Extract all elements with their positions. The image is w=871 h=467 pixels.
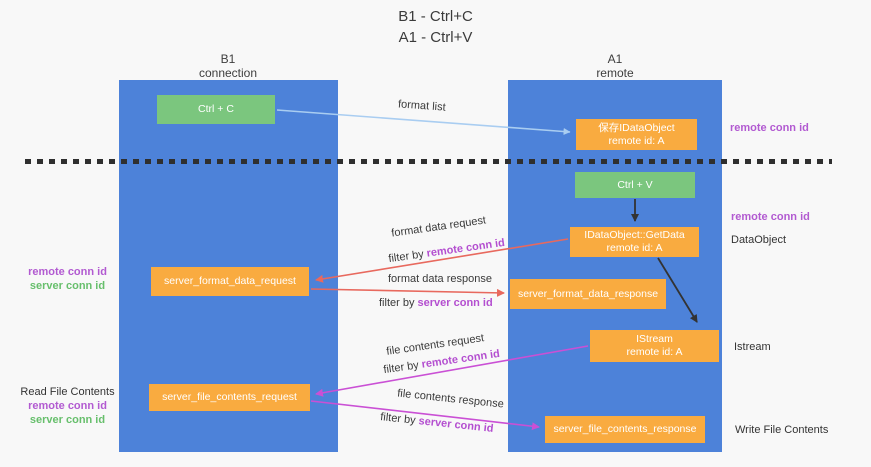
- format-list-text: format list: [397, 98, 447, 114]
- filter-by-text-2: filter by: [379, 297, 418, 309]
- left-mid-conn-id-labels: remote conn id server conn id: [10, 265, 125, 293]
- lane-b1-name: B1: [220, 52, 236, 66]
- format-data-request-filter-label: filter by remote conn id: [388, 237, 506, 265]
- lane-a1-role: remote: [596, 66, 634, 80]
- istream-line2: remote id: A: [626, 346, 683, 358]
- save-dataobject-line1: 保存IDataObject: [598, 121, 675, 134]
- left-bottom-server-conn-id-label: server conn id: [29, 414, 106, 426]
- ctrl-v-label: Ctrl + V: [617, 178, 653, 191]
- ctrl-c-label: Ctrl + C: [198, 103, 234, 115]
- server-file-contents-response-label: server_file_contents_response: [553, 423, 697, 435]
- left-bottom-labels: Read File Contents remote conn id server…: [10, 385, 125, 427]
- getdata-line2: remote id: A: [606, 242, 663, 254]
- getdata-node: IDataObject::GetData remote id: A: [570, 227, 699, 257]
- format-data-response-filter-label: filter by server conn id: [379, 297, 493, 309]
- save-dataobject-line2: remote id: A: [608, 134, 665, 147]
- ctrl-c-node: Ctrl + C: [157, 95, 275, 124]
- title-line-2: A1 - Ctrl+V: [398, 29, 473, 46]
- right-top-remote-conn-id-label: remote conn id: [730, 122, 809, 134]
- write-file-contents-label: Write File Contents: [735, 424, 829, 436]
- istream-line1: IStream: [636, 333, 673, 345]
- format-data-response-text: format data response: [388, 273, 492, 285]
- file-contents-response-filter-label: filter by server conn id: [380, 411, 494, 435]
- phase-separator-dashed-line: [25, 159, 832, 164]
- left-mid-server-conn-id-label: server conn id: [29, 280, 106, 292]
- server-file-contents-request-label: server_file_contents_request: [162, 391, 297, 403]
- title-line-1: B1 - Ctrl+C: [398, 8, 473, 25]
- filter-by-text-1: filter by: [387, 247, 428, 266]
- read-file-contents-label: Read File Contents: [20, 386, 115, 398]
- left-bottom-remote-conn-id-label: remote conn id: [28, 400, 107, 412]
- server-format-data-response-label: server_format_data_response: [517, 287, 659, 300]
- right-mid-remote-conn-id-label: remote conn id: [731, 211, 810, 223]
- lane-header-a1: A1 remote: [555, 52, 675, 80]
- format-list-edge-label: format list: [398, 98, 446, 113]
- server-format-data-request-label: server_format_data_request: [164, 275, 296, 287]
- filter-by-text-4: filter by: [379, 411, 420, 428]
- server-format-data-request-node: server_format_data_request: [151, 267, 309, 296]
- server-conn-id-key-2: server conn id: [417, 415, 495, 435]
- diagram-title: B1 - Ctrl+C A1 - Ctrl+V: [0, 6, 871, 48]
- format-data-request-text: format data request: [390, 214, 487, 240]
- server-file-contents-request-node: server_file_contents_request: [149, 384, 310, 411]
- format-data-response-edge-label: format data response: [388, 273, 492, 285]
- lane-b1-role: connection: [198, 66, 258, 80]
- dataobject-label: DataObject: [731, 234, 787, 246]
- getdata-line1: IDataObject::GetData: [584, 229, 685, 241]
- filter-by-text-3: filter by: [382, 358, 423, 377]
- ctrl-v-node: Ctrl + V: [575, 172, 695, 198]
- save-dataobject-node: 保存IDataObject remote id: A: [576, 119, 697, 150]
- istream-node: IStream remote id: A: [590, 330, 719, 362]
- format-data-response-arrow: [310, 288, 505, 297]
- server-file-contents-response-node: server_file_contents_response: [545, 416, 705, 443]
- format-data-request-edge-label: format data request: [391, 214, 487, 239]
- server-conn-id-key-1: server conn id: [417, 297, 493, 309]
- lane-a1-name: A1: [607, 52, 623, 66]
- left-mid-remote-conn-id-label: remote conn id: [28, 266, 107, 278]
- file-contents-response-text: file contents response: [396, 387, 505, 411]
- lane-header-b1: B1 connection: [168, 52, 288, 80]
- file-contents-response-edge-label: file contents response: [397, 387, 505, 410]
- remote-conn-id-key-1: remote conn id: [425, 236, 506, 260]
- server-format-data-response-node: server_format_data_response: [510, 279, 666, 309]
- istream-side-label: Istream: [734, 341, 771, 353]
